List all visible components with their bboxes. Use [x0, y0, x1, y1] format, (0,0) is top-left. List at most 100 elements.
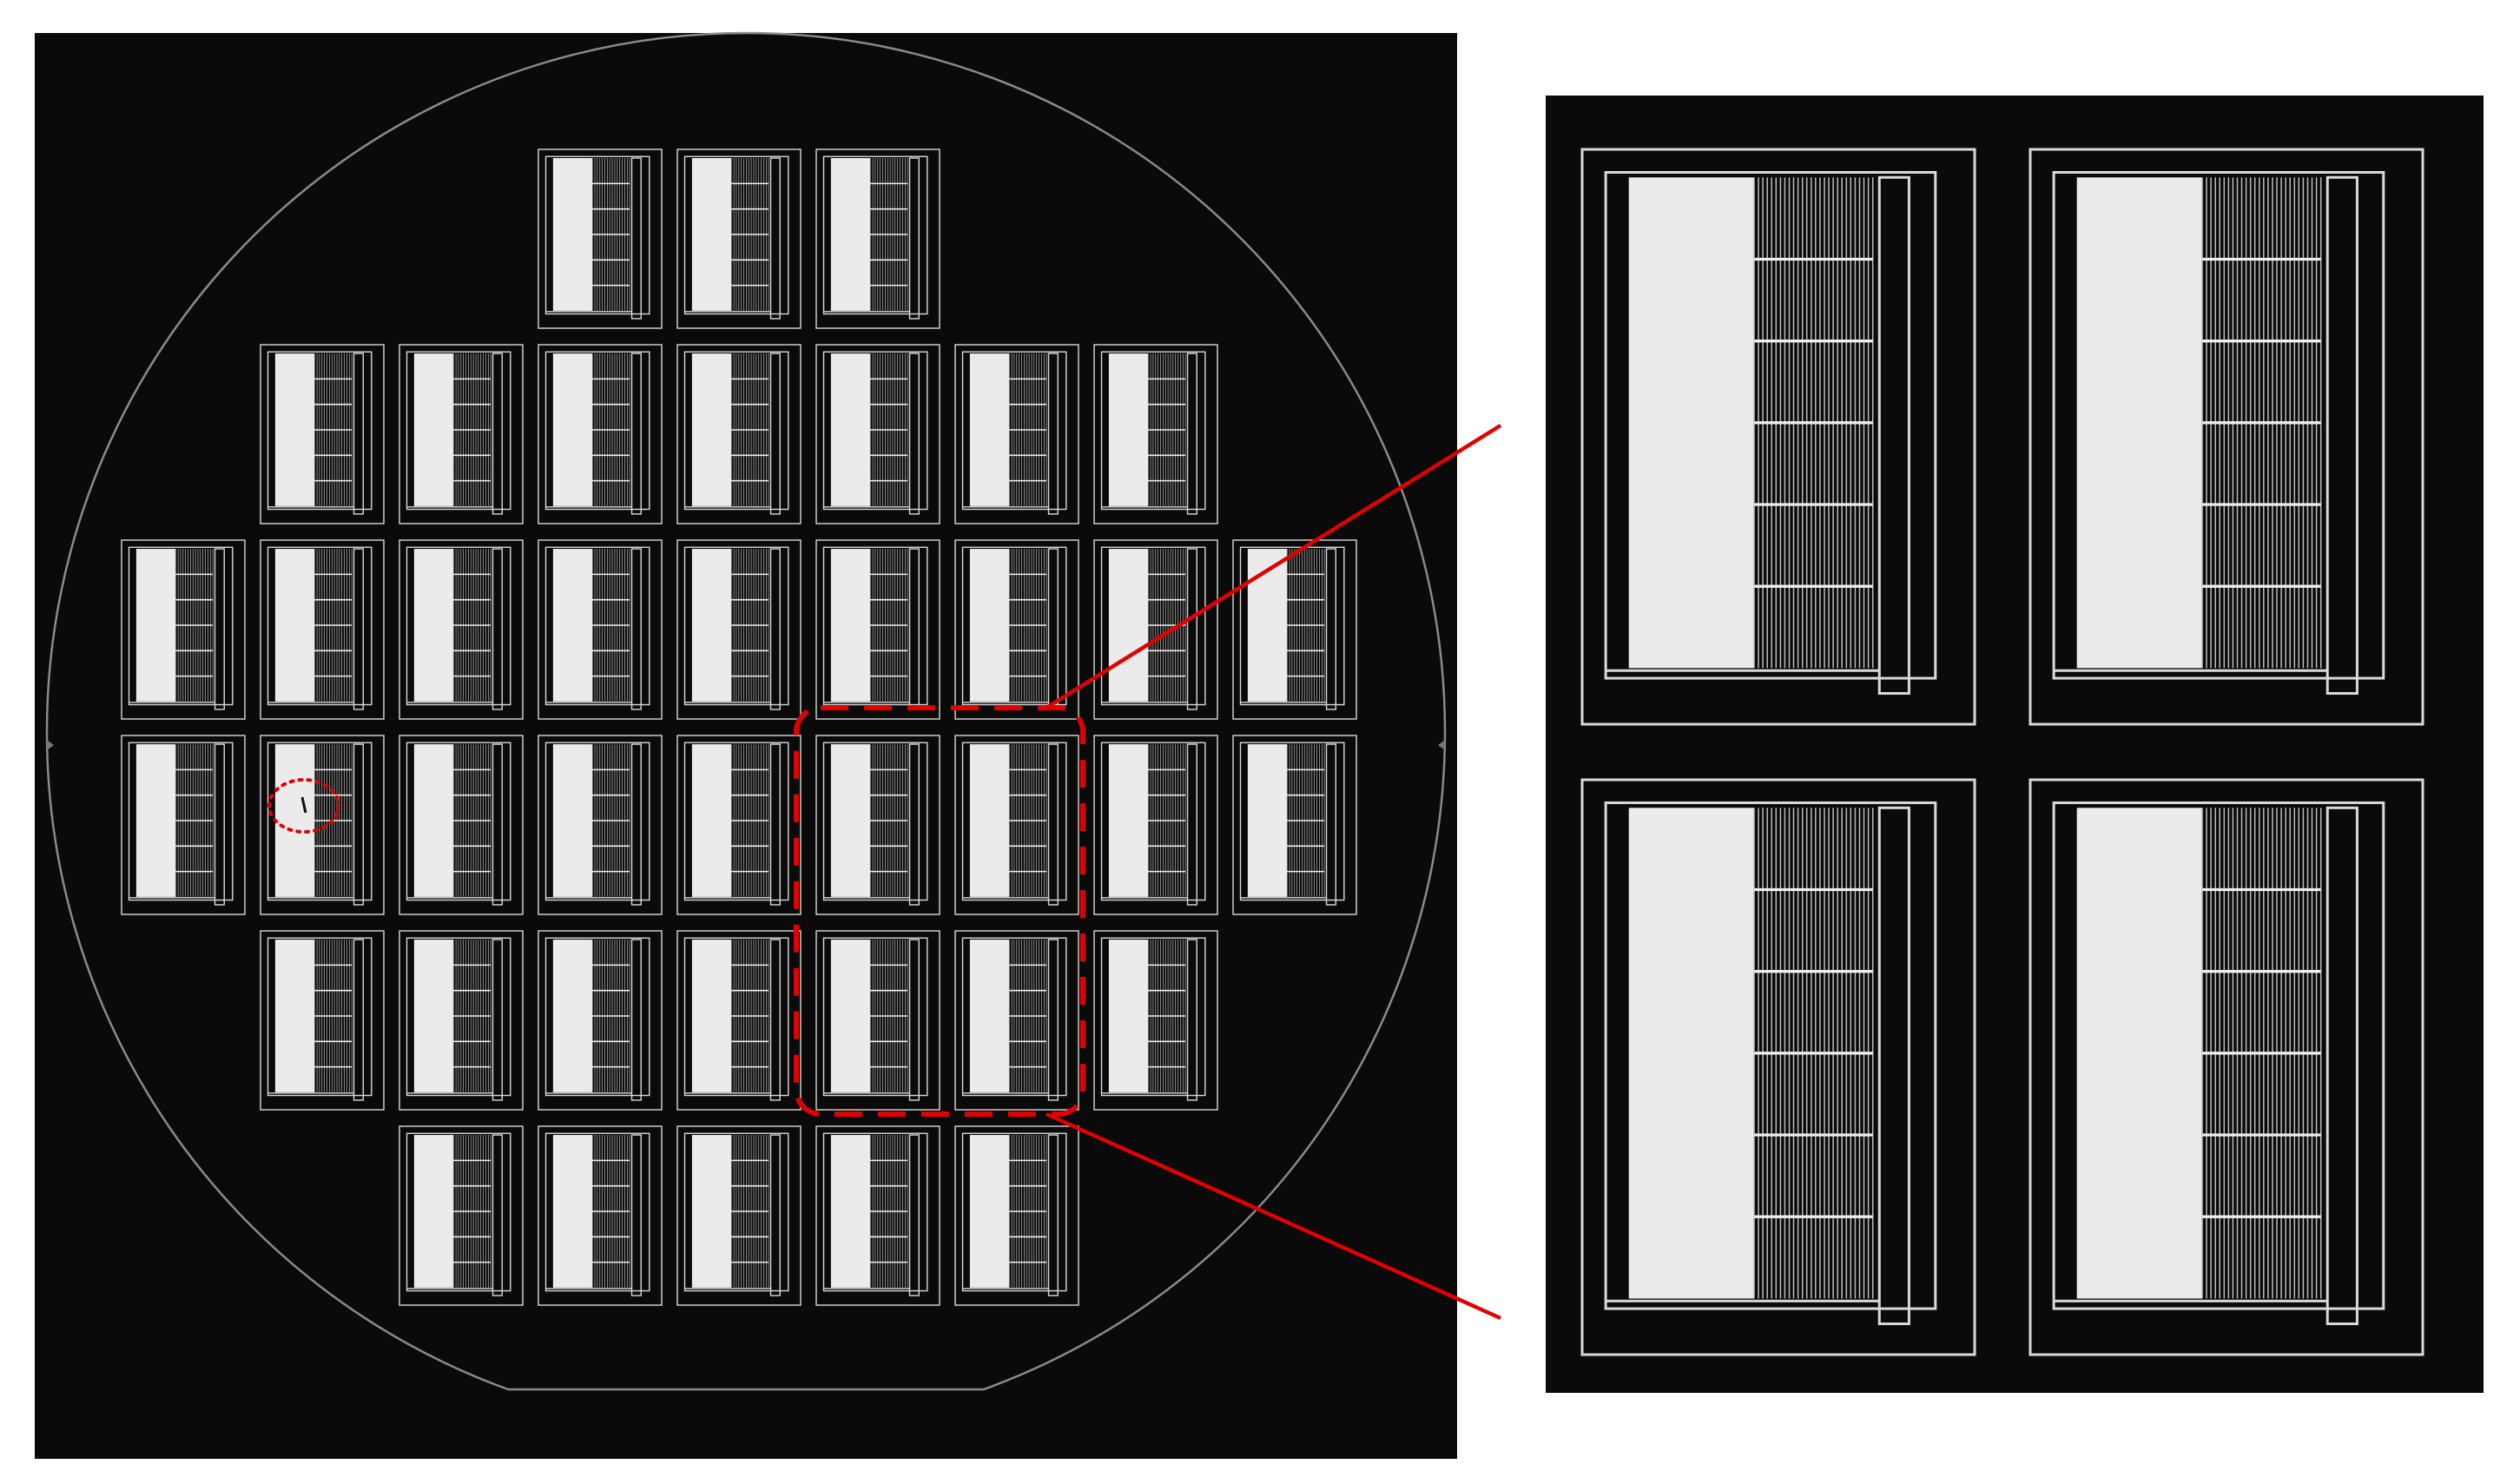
- wafer-die: [815, 930, 940, 1111]
- die-pad-area: [1108, 940, 1149, 1092]
- die-side-bar: [1186, 548, 1197, 710]
- wafer-die: [260, 539, 385, 720]
- wafer-die: [1232, 539, 1357, 720]
- die-cross-lines: [453, 573, 491, 677]
- die-pad-area: [274, 549, 315, 702]
- die-outer-frame: [399, 344, 524, 524]
- die-pad-area: [691, 1135, 732, 1288]
- die-cross-lines: [592, 768, 630, 873]
- die-pad-area: [691, 744, 732, 897]
- die-side-bar: [1877, 806, 1910, 1326]
- die-cross-lines: [592, 1159, 630, 1263]
- die-inner-frame: [961, 937, 1067, 1097]
- die-cross-lines: [870, 768, 908, 873]
- die-side-bar: [630, 353, 642, 515]
- wafer-die: [260, 735, 385, 915]
- defect-marker-circle: [267, 778, 340, 834]
- die-side-bar: [769, 548, 781, 710]
- die-cross-lines: [453, 964, 491, 1068]
- zoomed-die: [1580, 778, 1976, 1356]
- die-outer-frame: [815, 1125, 940, 1306]
- die-inner-frame: [2052, 170, 2385, 680]
- die-pad-area: [413, 744, 454, 897]
- die-side-bar: [1047, 1134, 1059, 1296]
- die-outer-frame: [538, 539, 663, 720]
- die-pad-area: [274, 353, 315, 506]
- die-side-bar: [630, 1134, 642, 1296]
- die-inner-frame: [1239, 742, 1345, 901]
- die-cross-lines: [870, 182, 908, 287]
- die-pad-area: [1247, 549, 1288, 702]
- die-pad-area: [135, 744, 176, 897]
- wafer-die: [676, 1125, 802, 1306]
- wafer-die: [676, 148, 802, 329]
- die-cross-lines: [731, 768, 769, 873]
- die-side-bar: [908, 353, 920, 515]
- die-pad-area: [830, 744, 871, 897]
- die-outer-frame: [1093, 930, 1218, 1111]
- die-outer-frame: [1093, 344, 1218, 524]
- die-cross-lines: [175, 573, 214, 677]
- die-side-bar: [1047, 743, 1059, 906]
- die-outer-frame: [260, 344, 385, 524]
- die-side-bar: [908, 1134, 920, 1296]
- die-pad-area: [969, 940, 1010, 1092]
- die-outer-frame: [2029, 148, 2424, 726]
- wafer-die: [1093, 930, 1218, 1111]
- die-pad-area: [552, 353, 593, 506]
- die-cross-lines: [2202, 887, 2321, 1218]
- die-cross-lines: [314, 573, 353, 677]
- die-outer-frame: [815, 735, 940, 915]
- wafer-edge-marks: [47, 740, 1445, 750]
- die-side-bar: [908, 157, 920, 320]
- wafer-die: [260, 930, 385, 1111]
- die-side-bar: [769, 743, 781, 906]
- die-inner-frame: [406, 351, 511, 511]
- wafer-outline: [45, 31, 1447, 1391]
- die-inner-frame: [683, 1132, 789, 1292]
- wafer-die: [538, 344, 663, 524]
- die-inner-frame: [822, 546, 928, 706]
- die-inner-frame: [267, 351, 373, 511]
- zoom-line-bottom: [1046, 1111, 1501, 1321]
- wafer-die: [954, 539, 1079, 720]
- wafer-die: [121, 735, 246, 915]
- wafer-die: [815, 1125, 940, 1306]
- die-cross-lines: [592, 378, 630, 482]
- die-side-bar: [630, 548, 642, 710]
- die-pad-area: [830, 353, 871, 506]
- die-inner-frame: [683, 937, 789, 1097]
- die-outer-frame: [399, 735, 524, 915]
- wafer-die: [399, 735, 524, 915]
- die-outer-frame: [1580, 778, 1976, 1356]
- die-outer-frame: [1093, 735, 1218, 915]
- die-side-bar: [214, 743, 225, 906]
- die-cross-lines: [592, 964, 630, 1068]
- die-cross-lines: [731, 1159, 769, 1263]
- wafer-die: [538, 735, 663, 915]
- die-inner-frame: [683, 742, 789, 901]
- die-outer-frame: [1093, 539, 1218, 720]
- annotation-overlays: [267, 424, 1502, 1321]
- wafer-edge-mark: [47, 740, 54, 750]
- zoomed-die: [2029, 148, 2424, 726]
- wafer-die: [399, 1125, 524, 1306]
- die-pad-area: [552, 158, 593, 311]
- die-side-bar: [1186, 353, 1197, 515]
- die-side-bar: [769, 1134, 781, 1296]
- die-inner-frame: [1100, 742, 1206, 901]
- die-inner-frame: [128, 546, 234, 706]
- zoom-line-top: [1045, 424, 1502, 709]
- die-cross-lines: [731, 182, 769, 287]
- die-side-bar: [491, 548, 503, 710]
- die-side-bar: [1186, 939, 1197, 1101]
- wafer-die: [260, 344, 385, 524]
- die-outer-frame: [676, 344, 802, 524]
- wafer-die: [399, 930, 524, 1111]
- wafer-die: [538, 930, 663, 1111]
- die-pad-area: [552, 744, 593, 897]
- wafer-die: [538, 1125, 663, 1306]
- wafer-edge-mark: [1438, 740, 1445, 750]
- die-side-bar: [1186, 743, 1197, 906]
